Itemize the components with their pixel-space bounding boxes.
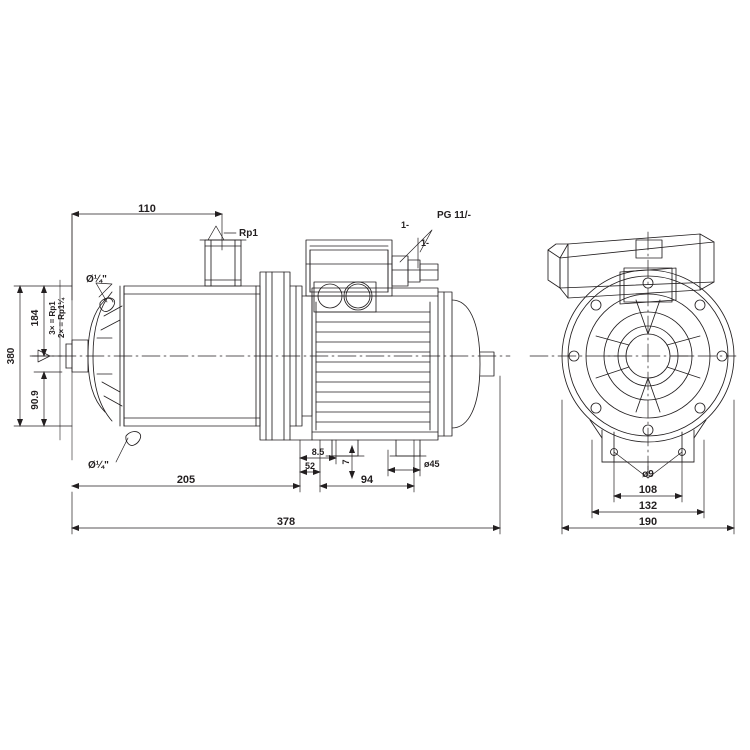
label-port-note-a: 3× = Rp1 [48, 301, 57, 335]
dimension-bottom-side [71, 375, 501, 535]
dim-label-90-9: 90.9 [30, 390, 41, 410]
callout-leaders [95, 225, 433, 463]
label-port-note-b: 2× = Rp1¼ [57, 297, 66, 338]
dimension-bottom-end [561, 399, 735, 535]
dim-label-d9: ø9 [642, 469, 654, 480]
dim-label-184: 184 [30, 309, 41, 326]
side-view-suction-branch [199, 239, 247, 287]
label-drain-port-top: Ø¼" [86, 274, 107, 285]
side-view-pump-body [65, 285, 142, 446]
dimension-110 [71, 211, 223, 301]
label-cable-gland: PG 11/- [437, 210, 471, 221]
label-drain-port-bottom: Ø¼" [88, 460, 109, 471]
dim-label-132: 132 [639, 500, 657, 512]
dim-label-52: 52 [305, 461, 315, 471]
dim-label-94: 94 [361, 474, 374, 486]
dim-label-8-5: 8.5 [312, 447, 325, 457]
label-terminal-leader-1: 1- [401, 220, 409, 230]
dim-label-205: 205 [177, 474, 195, 486]
label-terminal-leader-2: 1- [421, 238, 429, 248]
dim-label-190: 190 [639, 516, 657, 528]
dim-label-380: 380 [6, 347, 17, 364]
end-view [529, 231, 737, 471]
dim-label-7: 7 [341, 459, 351, 464]
dim-label-d45: ø45 [424, 459, 440, 469]
side-view-motor [289, 239, 495, 457]
dim-label-378: 378 [277, 516, 295, 528]
dimension-left-verticals [13, 213, 73, 461]
label-suction-thread: Rp1 [239, 228, 258, 239]
dim-label-110: 110 [138, 203, 156, 215]
dim-label-108: 108 [639, 484, 657, 496]
